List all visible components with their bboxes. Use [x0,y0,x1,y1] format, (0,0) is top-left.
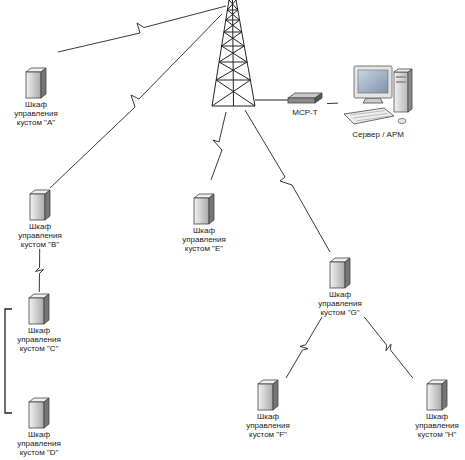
radio-link [364,317,413,378]
cabinet-icon [255,378,281,412]
cabinet-icon [327,256,353,290]
cabinet-icon [191,192,217,226]
cabinet-side [442,380,447,410]
cable-link [5,309,12,413]
cabinet-side [41,68,46,98]
control-cabinet: Шкаф управления кустом "C" [12,292,66,353]
cabinet-icon [23,66,49,100]
node-label: Шкаф управления кустом "F" [240,412,296,439]
radio-link [245,110,330,252]
node-label: Сервер / АРМ [352,130,404,139]
computer-icon [342,64,414,130]
drive-slot [396,76,406,78]
modem-device: МСР-Т [283,92,327,117]
control-cabinet: Шкаф управления кустом "D" [12,396,66,457]
node-label: Шкаф управления кустом "D" [12,430,66,457]
modem-icon [287,92,323,108]
control-cabinet: Шкаф управления кустом "E" [176,192,232,253]
node-label: Шкаф управления кустом "C" [12,326,66,353]
tower-cable [255,100,288,101]
cabinet-side [44,294,49,324]
cabinet-icon [27,188,53,222]
radio-link [286,317,322,378]
server-workstation: Сервер / АРМ [338,64,418,139]
control-cabinet: Шкаф управления кустом "F" [240,378,296,439]
cabinet-icon [26,396,52,430]
node-label: Шкаф управления кустом "H" [411,412,463,439]
cabinet-front [29,298,44,324]
node-label: МСР-Т [292,108,317,117]
control-cabinet: Шкаф управления кустом "B" [12,188,68,249]
radio-link [35,249,43,292]
control-cabinet: Шкаф управления кустом "A" [8,66,64,127]
cabinet-side [45,190,50,220]
radio-link [50,14,222,188]
cabinet-side [209,194,214,224]
node-label: Шкаф управления кустом "A" [8,100,64,127]
mouse [398,119,406,124]
drive-slot [396,81,406,83]
keyboard-keys [350,111,390,122]
radio-link [58,6,226,52]
radio-link [211,112,226,180]
node-label: Шкаф управления кустом "G" [311,290,369,317]
control-cabinet: Шкаф управления кустом "G" [311,256,369,317]
cabinet-side [44,398,49,428]
cabinet-icon [424,378,450,412]
cable-link [327,103,338,104]
cabinet-front [427,384,442,410]
monitor-body [354,66,392,98]
node-label: Шкаф управления кустом "B" [12,222,68,249]
cabinet-icon [26,292,52,326]
cabinet-side [345,258,350,288]
case-side [408,69,412,112]
node-label: Шкаф управления кустом "E" [176,226,232,253]
case-top [394,69,412,72]
cabinet-front [330,262,345,288]
cabinet-front [258,384,273,410]
modem-side [315,93,322,103]
monitor-screen [358,70,388,93]
modem-front [288,98,315,103]
keyboard [344,108,394,124]
case-front [394,72,408,112]
cabinet-front [29,402,44,428]
cabinet-front [194,198,209,224]
cabinet-front [26,72,41,98]
control-cabinet: Шкаф управления кустом "H" [411,378,463,439]
monitor-stand [363,98,383,103]
cabinet-side [273,380,278,410]
cabinet-front [30,194,45,220]
radio-tower [212,0,255,106]
